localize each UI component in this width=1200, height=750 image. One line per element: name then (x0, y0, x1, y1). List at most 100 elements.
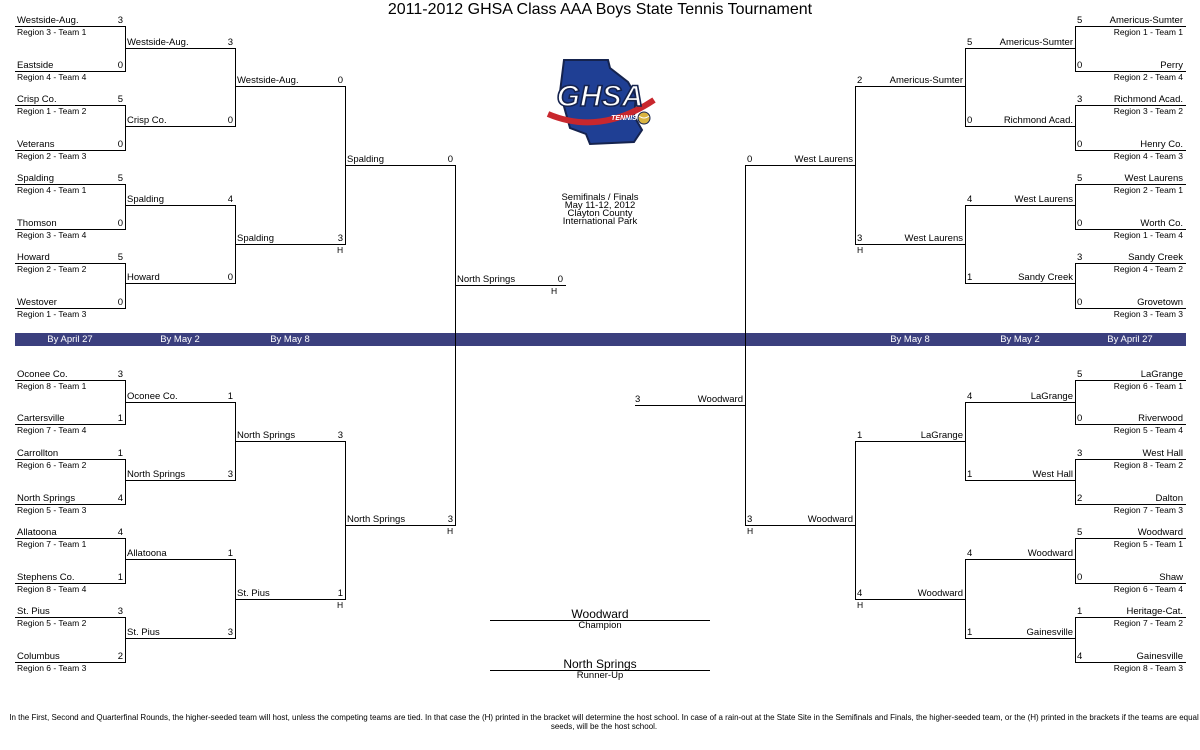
match-score: 4 (1077, 651, 1083, 662)
champion-line (490, 620, 710, 621)
team-name: West Laurens (1014, 194, 1073, 205)
team-name: Westside-Aug. (127, 37, 189, 48)
bracket-line (1075, 105, 1076, 151)
team-name: Crisp Co. (17, 94, 57, 105)
bracket-line (125, 638, 236, 639)
match-score: 2 (117, 651, 123, 662)
info-line: May 11-12, 2012 (564, 200, 636, 211)
match-score: 5 (117, 94, 123, 105)
team-seed: Region 2 - Team 3 (17, 151, 87, 161)
team-name: West Laurens (794, 154, 853, 165)
team-name: Westside-Aug. (17, 15, 79, 26)
match-score: 0 (337, 75, 343, 86)
bracket-line (1075, 504, 1186, 505)
team-name: Spalding (237, 233, 274, 244)
match-score: 5 (1077, 173, 1083, 184)
bracket-line (15, 150, 126, 151)
match-score: 3 (1077, 94, 1083, 105)
bracket-line (1075, 459, 1076, 505)
match-score: 2 (1077, 493, 1083, 504)
bracket-line (235, 86, 346, 87)
bracket-line (15, 184, 126, 185)
match-score: 4 (117, 527, 123, 538)
bracket-line (855, 599, 966, 600)
team-name: Sandy Creek (1018, 272, 1073, 283)
bracket-line (1075, 26, 1076, 72)
match-score: 0 (557, 274, 563, 285)
match-score: 0 (1077, 139, 1083, 150)
deadline-label: By April 27 (1107, 334, 1153, 345)
match-score: 3 (227, 37, 233, 48)
team-name: Spalding (17, 173, 54, 184)
team-seed: Region 7 - Team 4 (17, 425, 87, 435)
bracket-line (965, 205, 1076, 206)
bracket-line (1075, 71, 1186, 72)
bracket-line (15, 538, 126, 539)
bracket-line (125, 459, 126, 505)
team-name: Americus-Sumter (1109, 15, 1183, 26)
host-marker: H (447, 526, 454, 536)
bracket-line (15, 424, 126, 425)
team-name: Woodward (917, 588, 963, 599)
bracket-line (1075, 105, 1186, 106)
bracket-line (15, 380, 126, 381)
bracket-line (345, 441, 346, 600)
team-name: North Springs (457, 274, 516, 285)
match-score: 1 (227, 548, 233, 559)
match-score: 5 (1077, 369, 1083, 380)
bracket-line (15, 308, 126, 309)
team-name: Heritage-Cat. (1126, 606, 1184, 617)
bracket-line (455, 165, 456, 526)
bracket-line (125, 283, 236, 284)
team-seed: Region 4 - Team 3 (1113, 151, 1183, 161)
bracket-line (1075, 459, 1186, 460)
bracket-line (745, 165, 746, 526)
match-score: 1 (117, 413, 123, 424)
match-score: 3 (447, 514, 453, 525)
bracket-line (965, 638, 1076, 639)
deadline-label: By May 8 (270, 334, 310, 345)
bracket-line (1075, 150, 1186, 151)
match-score: 0 (117, 218, 123, 229)
match-score: 3 (227, 627, 233, 638)
team-name: Eastside (17, 60, 54, 71)
bracket-line (1075, 538, 1186, 539)
bracket-line (1075, 184, 1186, 185)
team-name: LaGrange (1030, 391, 1073, 402)
team-seed: Region 6 - Team 2 (17, 460, 87, 470)
match-score: 1 (967, 627, 973, 638)
host-marker: H (337, 600, 344, 610)
team-seed: Region 4 - Team 4 (17, 72, 87, 82)
bracket-line (15, 504, 126, 505)
match-score: 0 (117, 60, 123, 71)
team-name: Americus-Sumter (889, 75, 963, 86)
team-name: Spalding (127, 194, 164, 205)
champion-team: Woodward (571, 607, 629, 621)
team-name: Woodward (807, 514, 853, 525)
team-name: Americus-Sumter (999, 37, 1073, 48)
match-score: 0 (1077, 297, 1083, 308)
team-name: Westover (17, 297, 57, 308)
match-score: 3 (117, 606, 123, 617)
team-name: St. Pius (17, 606, 50, 617)
bracket-line (1075, 263, 1186, 264)
bracket-line (125, 480, 236, 481)
team-seed: Region 5 - Team 4 (1113, 425, 1183, 435)
runner-up-label: Runner-Up (576, 670, 624, 681)
team-name: LaGrange (1140, 369, 1183, 380)
match-score: 3 (337, 430, 343, 441)
bracket-line (1075, 263, 1076, 309)
host-marker: H (551, 286, 558, 296)
deadline-label: By April 27 (47, 334, 93, 345)
bracket-line (1075, 617, 1186, 618)
match-score: 4 (117, 493, 123, 504)
match-score: 3 (227, 469, 233, 480)
match-score: 4 (967, 391, 973, 402)
bracket-line (1075, 308, 1186, 309)
team-name: North Springs (237, 430, 296, 441)
team-seed: Region 1 - Team 4 (1113, 230, 1183, 240)
bracket-line (235, 441, 346, 442)
host-marker: H (337, 245, 344, 255)
team-seed: Region 7 - Team 2 (1113, 618, 1183, 628)
